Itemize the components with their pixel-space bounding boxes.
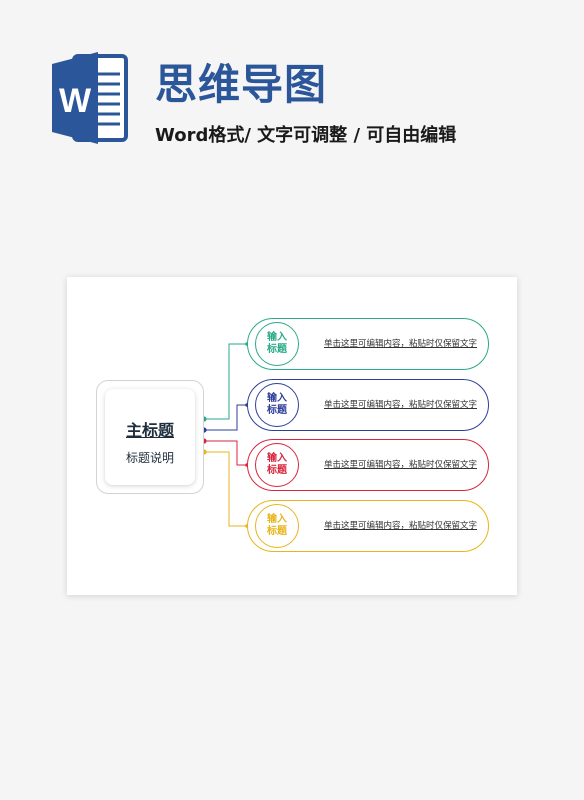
branch-text[interactable]: 单击这里可编辑内容，粘贴时仅保留文字 (324, 521, 478, 531)
main-topic-title[interactable]: 主标题 (125, 421, 174, 440)
branch-node-3[interactable]: 输入 标题 单击这里可编辑内容，粘贴时仅保留文字 (247, 439, 489, 491)
branch-node-2[interactable]: 输入 标题 单击这里可编辑内容，粘贴时仅保留文字 (247, 379, 489, 431)
branch-text[interactable]: 单击这里可编辑内容，粘贴时仅保留文字 (324, 400, 478, 410)
branch-label-circle[interactable]: 输入 标题 (255, 443, 299, 487)
page-title: 思维导图 (155, 60, 328, 109)
branch-text[interactable]: 单击这里可编辑内容，粘贴时仅保留文字 (324, 460, 478, 470)
mindmap-card: 主标题 标题说明 输入 标题 单击这里可编辑内容，粘贴时仅保留文字 输入 标题 … (67, 277, 517, 595)
main-topic-description[interactable]: 标题说明 (125, 451, 174, 465)
branch-text[interactable]: 单击这里可编辑内容，粘贴时仅保留文字 (324, 339, 478, 349)
logo-letter: W (59, 82, 92, 120)
main-topic-box[interactable]: 主标题 标题说明 (96, 380, 204, 494)
page-subtitle: Word格式/ 文字可调整 / 可自由编辑 (155, 125, 457, 146)
connector-1 (204, 343, 247, 527)
branch-label-circle[interactable]: 输入 标题 (255, 504, 299, 548)
branch-label-circle[interactable]: 输入 标题 (255, 322, 299, 366)
branch-node-1[interactable]: 输入 标题 单击这里可编辑内容，粘贴时仅保留文字 (247, 318, 489, 370)
branch-node-4[interactable]: 输入 标题 单击这里可编辑内容，粘贴时仅保留文字 (247, 500, 489, 552)
branch-label-circle[interactable]: 输入 标题 (255, 383, 299, 427)
word-logo-icon: W (52, 52, 128, 144)
